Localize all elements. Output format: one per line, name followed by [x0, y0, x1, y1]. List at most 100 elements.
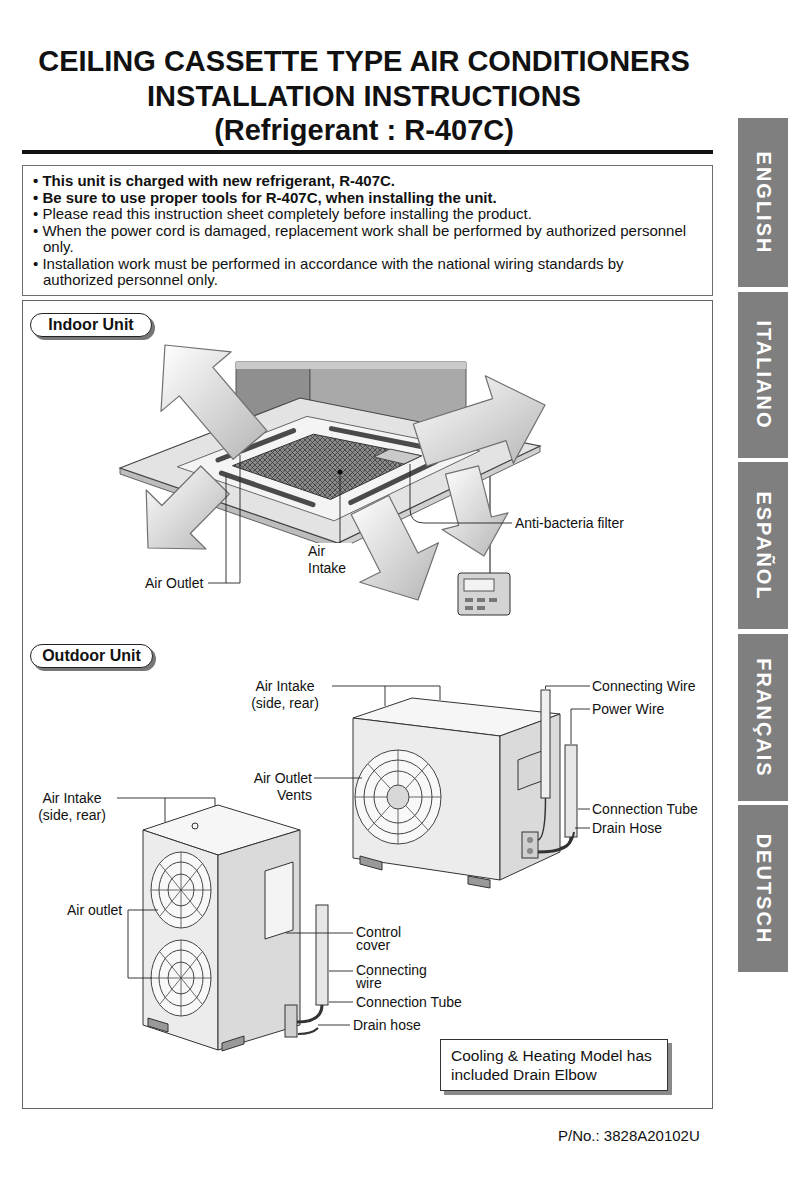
- leader-line: [329, 1002, 353, 1003]
- callout-label: Air Intake (side, rear): [27, 790, 117, 824]
- unit-foot: [148, 1018, 168, 1032]
- title-rule: [22, 150, 713, 154]
- side-handle: [518, 751, 542, 790]
- fan-ring: [355, 750, 441, 844]
- fan-grilles: [151, 852, 211, 1016]
- notes-box: • This unit is charged with new refriger…: [22, 165, 713, 296]
- subtitle: (Refrigerant : R-407C): [14, 113, 714, 148]
- connection-tube: [565, 745, 577, 837]
- fan-ring: [151, 852, 211, 928]
- note-text: • This unit is charged with new refriger…: [33, 173, 692, 190]
- remote-button: [465, 598, 473, 602]
- connection-tube: [316, 905, 328, 1005]
- lifting-eye: [192, 823, 198, 829]
- language-tab: FRANÇAIS: [738, 634, 788, 801]
- leader-line: [332, 686, 440, 706]
- section-tag: Indoor Unit: [30, 313, 152, 337]
- remote-button: [489, 598, 497, 602]
- language-tab: ITALIANO: [738, 292, 788, 458]
- leader-line: [571, 709, 590, 744]
- remote-button: [477, 598, 485, 602]
- grille-dot: [337, 469, 342, 474]
- leader-line: [575, 828, 590, 829]
- leader-lines: [110, 455, 590, 1025]
- callout-label: Drain Hose: [592, 820, 662, 837]
- language-tab: ENGLISH: [738, 118, 788, 287]
- airflow-arrows: [146, 345, 545, 600]
- fan-grille: [355, 750, 441, 844]
- leader-line: [318, 1025, 350, 1026]
- callout-label: Connecting Wire: [592, 678, 696, 695]
- leader-line: [329, 971, 353, 972]
- leader-line: [410, 464, 512, 523]
- leader-line: [314, 778, 362, 779]
- leader-line: [330, 476, 340, 551]
- control-cover: [265, 862, 293, 939]
- airflow-arrow: [146, 466, 229, 549]
- note-text: • When the power cord is damaged, replac…: [33, 223, 692, 256]
- callout-label: Air Intake (side, rear): [240, 678, 330, 712]
- airflow-arrow: [413, 376, 545, 466]
- leader-line: [208, 455, 240, 583]
- callout-label: Air Outlet: [145, 575, 203, 592]
- callout-label: Drain hose: [353, 1017, 421, 1034]
- unit-foot: [222, 1036, 244, 1051]
- fan-ring: [151, 940, 211, 1016]
- drain-hose: [298, 1028, 318, 1034]
- note-box: Cooling & Heating Model has included Dra…: [440, 1039, 668, 1091]
- leader-line: [110, 798, 215, 822]
- remote-screen: [464, 579, 494, 591]
- outdoor-side: [500, 714, 560, 880]
- tab-text: DEUTSCH: [752, 833, 775, 944]
- remote-button: [465, 606, 473, 610]
- port-valve: [527, 837, 533, 843]
- tube-bend: [297, 1005, 322, 1022]
- airflow-arrow: [442, 466, 508, 556]
- outdoor-front: [353, 718, 500, 880]
- tag-text: Outdoor Unit: [42, 647, 141, 665]
- tab-text: FRANÇAIS: [752, 658, 775, 777]
- leader-line: [578, 809, 590, 810]
- unit-foot: [360, 856, 382, 870]
- part-number: P/No.: 3828A20102U: [558, 1127, 700, 1144]
- fan-spokes: [151, 852, 211, 928]
- tube-bend: [538, 837, 571, 852]
- port-valve: [527, 848, 533, 854]
- tab-text: ITALIANO: [752, 321, 775, 430]
- fan-spokes: [151, 940, 211, 1016]
- unit-foot: [468, 876, 490, 888]
- leader-line: [546, 686, 591, 689]
- airflow-arrow: [161, 345, 267, 459]
- remote-controller: [458, 573, 510, 615]
- callout-label: Connection Tube: [592, 801, 698, 818]
- service-ports: [285, 1005, 297, 1037]
- callout-label: Connection Tube: [356, 994, 462, 1011]
- callout-label: Air Intake: [308, 543, 352, 577]
- callout-label: Air outlet: [67, 902, 122, 919]
- wire-conduit: [541, 690, 550, 798]
- callout-label: Air Outlet Vents: [232, 770, 312, 804]
- callout-label: Anti-bacteria filter: [515, 515, 624, 532]
- callout-label: Control cover: [356, 926, 416, 952]
- page-title: CEILING CASSETTE TYPE AIR CONDITIONERS I…: [14, 44, 714, 114]
- anti-bacteria-filter: [374, 449, 422, 464]
- note-text: • Please read this instruction sheet com…: [33, 206, 692, 223]
- language-tab: DEUTSCH: [738, 805, 788, 972]
- leader-line: [286, 933, 353, 934]
- section-tag: Outdoor Unit: [30, 644, 153, 668]
- note-text: • Be sure to use proper tools for R-407C…: [33, 190, 692, 207]
- leader-line: [128, 910, 158, 978]
- drain-hose: [560, 832, 574, 848]
- callout-label: Power Wire: [592, 701, 664, 718]
- fan-spokes: [355, 750, 441, 844]
- callout-label: Connecting wire: [356, 964, 436, 990]
- tag-text: Indoor Unit: [48, 316, 133, 334]
- wire: [538, 798, 546, 840]
- outdoor-front: [143, 830, 218, 1050]
- language-tab: ESPAÑOL: [738, 462, 788, 629]
- tab-text: ENGLISH: [752, 151, 775, 254]
- figure-frame: [23, 301, 713, 1109]
- outdoor-side: [218, 830, 300, 1050]
- note-text: • Installation work must be performed in…: [33, 256, 692, 289]
